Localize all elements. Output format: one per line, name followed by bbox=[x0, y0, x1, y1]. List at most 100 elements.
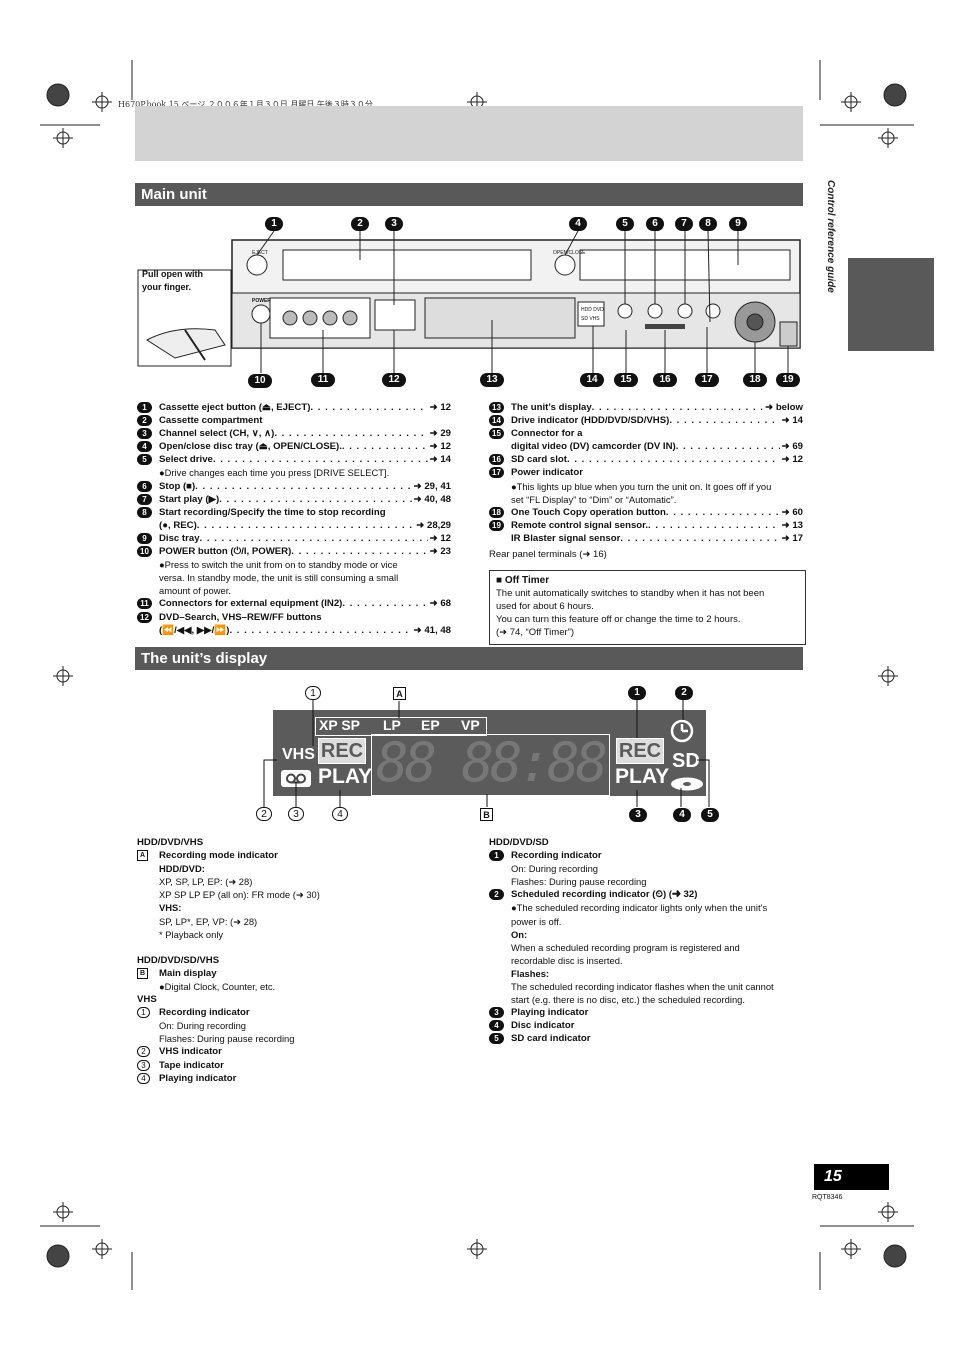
display-note-heading: Flashes: bbox=[511, 967, 550, 979]
item-number: 8 bbox=[137, 506, 152, 518]
item-number: 6 bbox=[137, 480, 152, 492]
item-line: SD card slot➜ 12 bbox=[511, 453, 803, 466]
display-item-marker: 4 bbox=[137, 1072, 150, 1084]
leader-dots bbox=[592, 401, 763, 414]
item-line: Open/close disc tray (⏏, OPEN/CLOSE). ➜ 1… bbox=[159, 440, 451, 453]
item-label: Drive indicator (HDD/DVD/SD/VHS) bbox=[511, 415, 670, 427]
item-number: 5 bbox=[137, 454, 152, 466]
leader-dots bbox=[197, 519, 415, 532]
item-note: ●This lights up blue when you turn the u… bbox=[511, 480, 772, 492]
display-group-heading: VHS bbox=[137, 994, 157, 1006]
item-line: Disc tray➜ 12 bbox=[159, 532, 451, 545]
side-tab bbox=[848, 258, 934, 351]
callout-number: 19 bbox=[776, 373, 800, 387]
display-note-heading: HDD/DVD: bbox=[159, 863, 205, 875]
callout-number: 14 bbox=[580, 373, 604, 387]
item-ref: ➜ 14 bbox=[781, 415, 803, 427]
fl-callout: 4 bbox=[332, 807, 348, 821]
item-label: One Touch Copy operation button bbox=[511, 506, 666, 518]
item-number: 13 bbox=[489, 402, 504, 413]
display-item-label: Scheduled recording indicator (⏲) (➜ 32) bbox=[511, 889, 698, 901]
item-line: Drive indicator (HDD/DVD/SD/VHS) ➜ 14 bbox=[511, 414, 803, 427]
main-display: 88 88:88 88:88 88 bbox=[371, 734, 610, 796]
item-ref: ➜ 12 bbox=[429, 402, 451, 413]
item-label: Start recording/Specify the time to stop… bbox=[159, 506, 386, 518]
item-line: POWER button (⏻/I, POWER) ➜ 23 bbox=[159, 545, 451, 558]
item-note: ●Press to switch the unit from on to sta… bbox=[159, 559, 398, 571]
display-item-marker: 5 bbox=[489, 1033, 504, 1045]
leader-dots bbox=[213, 453, 428, 466]
mode-box bbox=[315, 717, 487, 736]
item-ref: ➜ 14 bbox=[429, 454, 451, 466]
pull-note-line: Pull open with bbox=[142, 269, 203, 279]
display-item-label: SD card indicator bbox=[511, 1033, 591, 1045]
item-note: set “FL Display” to “Dim” or “Automatic”… bbox=[511, 493, 677, 505]
item-number: 7 bbox=[137, 493, 152, 505]
drive-label: DVD bbox=[593, 307, 604, 313]
sd-indicator: SD bbox=[672, 750, 700, 772]
leader-dots bbox=[567, 453, 780, 466]
callout-number: 3 bbox=[385, 217, 403, 231]
callout-number: 16 bbox=[653, 373, 677, 387]
spacer bbox=[137, 941, 467, 954]
item-ref: ➜ 13 bbox=[781, 519, 803, 531]
item-ref: ➜ 12 bbox=[781, 454, 803, 466]
pull-note-line: your finger. bbox=[142, 282, 192, 292]
list-item: (⏪/◀◀, ▶▶/⏩)➜ 41, 48 bbox=[137, 624, 451, 637]
callout-number: 15 bbox=[614, 373, 638, 387]
item-number: 1 bbox=[137, 402, 152, 413]
item-line: Start play (▶)➜ 40, 48 bbox=[159, 493, 451, 506]
fl-callout: 1 bbox=[628, 686, 646, 700]
section-main-unit: Main unit bbox=[135, 183, 803, 206]
display-item-marker: 3 bbox=[489, 1007, 504, 1019]
main-unit-diagram bbox=[137, 230, 801, 373]
item-ref: ➜ 69 bbox=[781, 441, 803, 453]
item-label: POWER button (⏻/I, POWER) bbox=[159, 546, 292, 558]
fl-callout: 4 bbox=[673, 808, 691, 822]
callout-number: 10 bbox=[248, 374, 272, 388]
display-item-label: Disc indicator bbox=[511, 1020, 575, 1032]
fl-callout: 3 bbox=[629, 808, 647, 822]
display-note: SP, LP*, EP, VP: (➜ 28) bbox=[159, 915, 258, 927]
vhs-indicator: VHS bbox=[282, 746, 315, 763]
item-number: 9 bbox=[137, 532, 152, 544]
display-note: Flashes: During pause recording bbox=[159, 1033, 295, 1045]
off-timer-line: You can turn this feature off or change … bbox=[496, 614, 741, 625]
item-ref: ➜ 12 bbox=[429, 441, 451, 453]
item-ref: ➜ 23 bbox=[429, 546, 451, 558]
leader-dots bbox=[274, 427, 427, 440]
display-note: Flashes: During pause recording bbox=[511, 876, 647, 888]
item-number: 12 bbox=[137, 611, 152, 623]
display-item: 5 SD card indicator bbox=[489, 1032, 809, 1045]
item-label: Connector for a bbox=[511, 428, 583, 440]
item-number: 4 bbox=[137, 441, 152, 453]
display-item-label: Recording indicator bbox=[159, 1007, 250, 1019]
item-line: IR Blaster signal sensor➜ 17 bbox=[511, 532, 803, 545]
item-label: Channel select (CH, ∨, ∧) bbox=[159, 428, 275, 440]
item-number: 19 bbox=[489, 519, 504, 531]
callout-number: 9 bbox=[729, 217, 747, 231]
item-label: Select drive bbox=[159, 454, 213, 466]
item-number: 15 bbox=[489, 428, 504, 440]
item-line: Connectors for external equipment (IN2)➜… bbox=[159, 597, 451, 610]
play-indicator: PLAY bbox=[615, 765, 670, 788]
item-number: 17 bbox=[489, 467, 504, 479]
item-label: Connectors for external equipment (IN2) bbox=[159, 598, 343, 610]
item-label: IR Blaster signal sensor bbox=[511, 532, 621, 544]
list-item: 4 Open/close disc tray (⏏, OPEN/CLOSE). ➜ … bbox=[137, 440, 451, 453]
item-label: Open/close disc tray (⏏, OPEN/CLOSE). bbox=[159, 441, 342, 453]
list-item: digital video (DV) camcorder (DV IN)➜ 69 bbox=[489, 440, 803, 453]
